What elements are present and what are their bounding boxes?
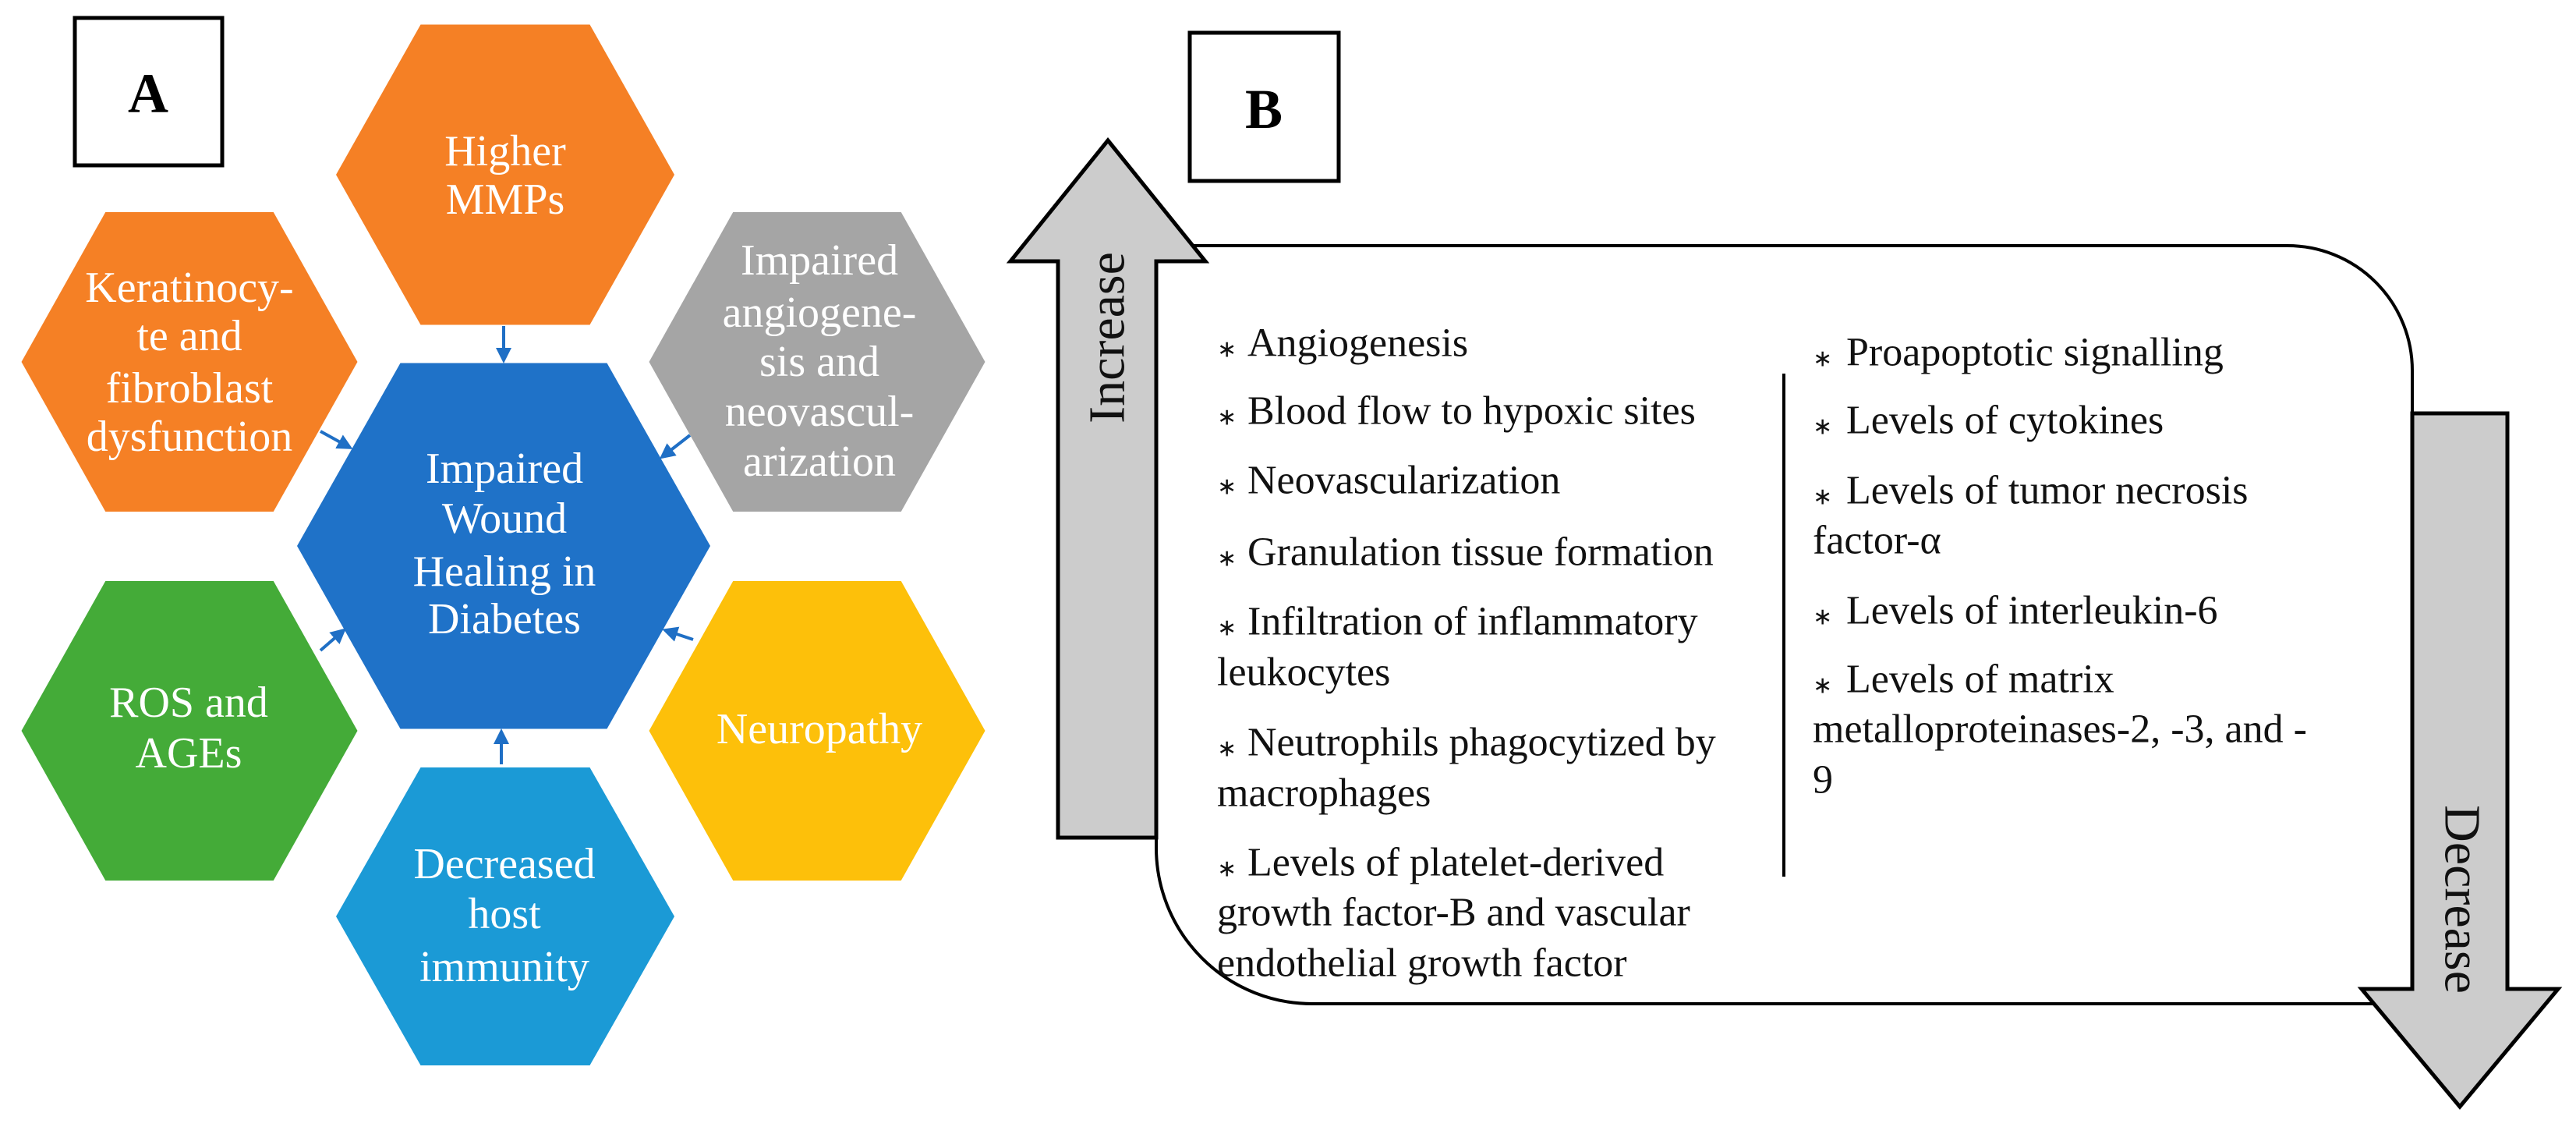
hex-line: arization [743, 438, 896, 486]
hex-line: Decreased [413, 840, 595, 888]
hex-line: sis and [759, 338, 879, 386]
hex-text-impaired-angiogenesis: Impaired angiogene- sis and neovascul- a… [723, 236, 917, 486]
item-line: Proapoptotic signalling [1846, 331, 2224, 375]
item-line: growth factor-B and vascular [1217, 891, 1690, 935]
decrease-label: Decrease [2434, 805, 2491, 994]
increase-label: Increase [1079, 252, 1136, 424]
increase-arrow [1006, 137, 1210, 840]
hexagon-neuropathy [649, 581, 985, 881]
hex-text-ros-ages: ROS and AGEs [109, 679, 268, 778]
hex-line: fibroblast [106, 364, 274, 413]
arrow-lower-right [662, 626, 694, 642]
hex-line: neovascul- [725, 388, 915, 436]
hex-line: ROS and [109, 679, 268, 727]
bullet-icon: ∗ [1813, 672, 1832, 700]
list-item: ∗ Infiltration of inflammatory leukocyte… [1217, 600, 1698, 695]
item-line: 9 [1813, 758, 1833, 803]
item-line: metalloproteinases-2, -3, and - [1813, 707, 2307, 752]
hex-text-higher-mmps: Higher MMPs [444, 127, 566, 224]
bullet-icon: ∗ [1813, 484, 1832, 511]
hexagon-keratinocyte-fibroblast [21, 212, 358, 512]
item-line: Levels of tumor necrosis [1846, 469, 2249, 513]
item-line: Levels of interleukin-6 [1846, 589, 2218, 633]
item-line: Neovascularization [1247, 459, 1560, 503]
hex-text-center: Impaired Wound Healing in Diabetes [413, 445, 596, 643]
hex-line: Diabetes [428, 595, 581, 643]
hex-line: Healing in [413, 548, 596, 596]
bullet-icon: ∗ [1813, 346, 1832, 373]
hex-line: MMPs [446, 175, 565, 224]
hex-line: Wound [442, 494, 567, 543]
decrease-list: ∗ Proapoptotic signalling ∗ Levels of cy… [1813, 331, 2307, 803]
hex-line: immunity [419, 943, 589, 991]
hex-line: host [468, 890, 541, 938]
hexagon-group [21, 24, 985, 1065]
bullet-icon: ∗ [1217, 856, 1237, 883]
hex-line: Keratinocy- [85, 264, 293, 312]
hex-line: angiogene- [723, 289, 917, 337]
hex-line: dysfunction [87, 413, 292, 461]
item-line: Levels of cytokines [1846, 399, 2164, 443]
bullet-icon: ∗ [1217, 545, 1237, 572]
hex-text-neuropathy: Neuropathy [717, 705, 922, 753]
item-line: macrophages [1217, 771, 1431, 816]
item-line: Granulation tissue formation [1247, 530, 1714, 575]
hexagon-higher-mmps [336, 24, 674, 325]
list-item: ∗ Levels of matrix metalloproteinases-2,… [1813, 657, 2307, 803]
hex-text-decreased-immunity: Decreased host immunity [413, 840, 595, 991]
panel-b: B Increase Decrease ∗ Angiogenesis ∗ Blo… [1006, 30, 2563, 1110]
bullet-icon: ∗ [1217, 615, 1237, 642]
hexagon-center [297, 363, 710, 729]
list-item: ∗ Levels of cytokines [1813, 399, 2164, 443]
item-line: Infiltration of inflammatory [1247, 600, 1698, 644]
bullet-icon: ∗ [1217, 336, 1237, 363]
list-item: ∗ Neovascularization [1217, 459, 1560, 503]
item-line: Blood flow to hypoxic sites [1247, 389, 1696, 434]
list-item: ∗ Blood flow to hypoxic sites [1217, 389, 1696, 434]
list-item: ∗ Levels of interleukin-6 [1813, 589, 2218, 633]
hexagon-decreased-immunity [336, 767, 674, 1065]
item-line: Levels of platelet-derived [1247, 841, 1664, 885]
hexagon-ros-ages [21, 581, 358, 881]
arrow-lower-left [319, 628, 347, 652]
item-line: leukocytes [1217, 650, 1390, 695]
hex-line: Impaired [741, 236, 898, 285]
panel-b-label: B [1245, 78, 1283, 140]
list-item: ∗ Neutrophils phagocytized by macrophage… [1217, 721, 1716, 816]
bullet-icon: ∗ [1217, 404, 1237, 431]
hex-line: AGEs [136, 729, 242, 778]
connector-arrows [319, 326, 694, 764]
arrow-upper-left [320, 430, 353, 449]
list-item: ∗ Proapoptotic signalling [1813, 331, 2224, 375]
hexagon-impaired-angiogenesis [649, 212, 985, 512]
hex-text-keratinocyte: Keratinocy- te and fibroblast dysfunctio… [85, 264, 293, 461]
hex-line: Impaired [426, 445, 583, 493]
hex-line: Higher [444, 127, 566, 175]
bullet-icon: ∗ [1217, 735, 1237, 763]
arrow-upper-right [659, 434, 692, 459]
bullet-icon: ∗ [1217, 473, 1237, 501]
panel-a: A Higher MMPs Keratinocy- te and fibrobl… [21, 16, 985, 1065]
increase-list: ∗ Angiogenesis ∗ Blood flow to hypoxic s… [1217, 321, 1716, 986]
bullet-icon: ∗ [1813, 604, 1832, 631]
item-line: Angiogenesis [1247, 321, 1468, 366]
item-line: Neutrophils phagocytized by [1247, 721, 1716, 765]
panel-b-label-box [1187, 30, 1341, 183]
list-item: ∗ Levels of platelet-derived growth fact… [1217, 841, 1690, 986]
list-item: ∗ Granulation tissue formation [1217, 530, 1714, 575]
item-line: factor-α [1813, 519, 1941, 563]
bullet-icon: ∗ [1813, 413, 1832, 441]
panel-a-label-box [73, 16, 225, 168]
hex-line: Neuropathy [717, 705, 922, 753]
item-line: endothelial growth factor [1217, 941, 1627, 986]
list-item: ∗ Levels of tumor necrosis factor-α [1813, 469, 2249, 563]
item-line: Levels of matrix [1846, 657, 2114, 702]
panel-a-label: A [128, 62, 168, 125]
decrease-arrow [2357, 411, 2563, 1110]
hex-line: te and [136, 312, 242, 360]
list-item: ∗ Angiogenesis [1217, 321, 1468, 366]
